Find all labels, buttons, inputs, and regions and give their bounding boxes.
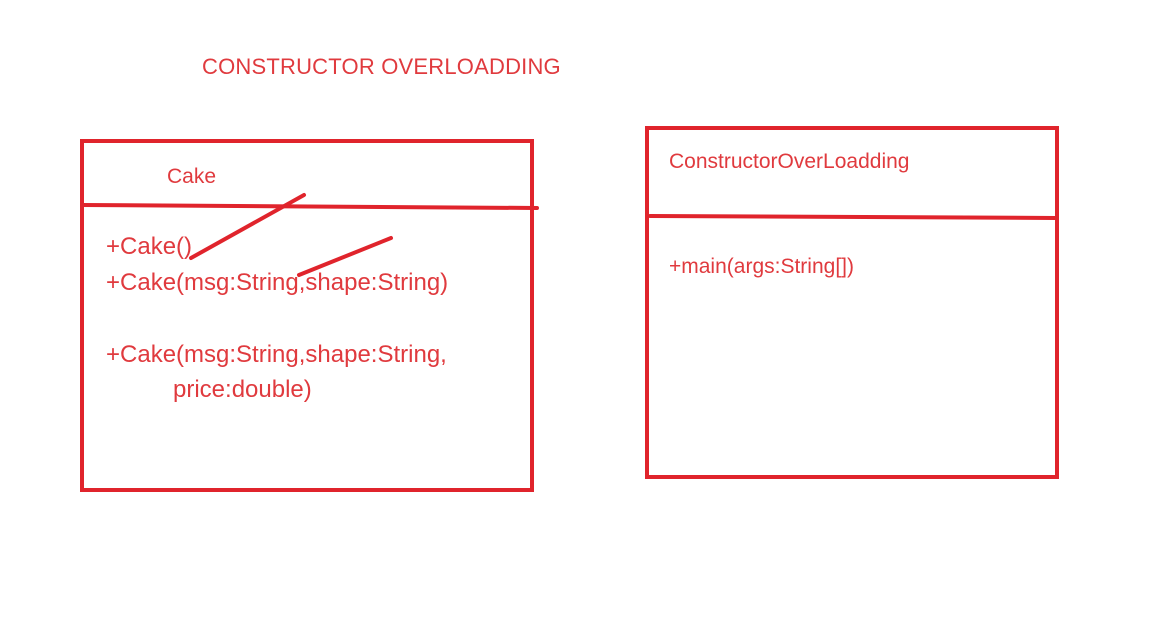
cake-constructor-default: +Cake() bbox=[106, 233, 193, 260]
cake-constructor-three-args: +Cake(msg:String,shape:String, bbox=[106, 341, 447, 368]
main-method: +main(args:String[]) bbox=[669, 255, 854, 278]
constructor-overloadding-class-name: ConstructorOverLoadding bbox=[669, 150, 910, 173]
diagram-title: CONSTRUCTOR OVERLOADDING bbox=[202, 54, 561, 79]
cake-constructor-two-args: +Cake(msg:String,shape:String) bbox=[106, 269, 449, 296]
constructor-overloadding-class-box bbox=[645, 126, 1059, 479]
cake-class-name: Cake bbox=[167, 165, 217, 188]
cake-class-box bbox=[80, 139, 534, 492]
cake-constructor-three-args-continued: price:double) bbox=[173, 376, 312, 403]
